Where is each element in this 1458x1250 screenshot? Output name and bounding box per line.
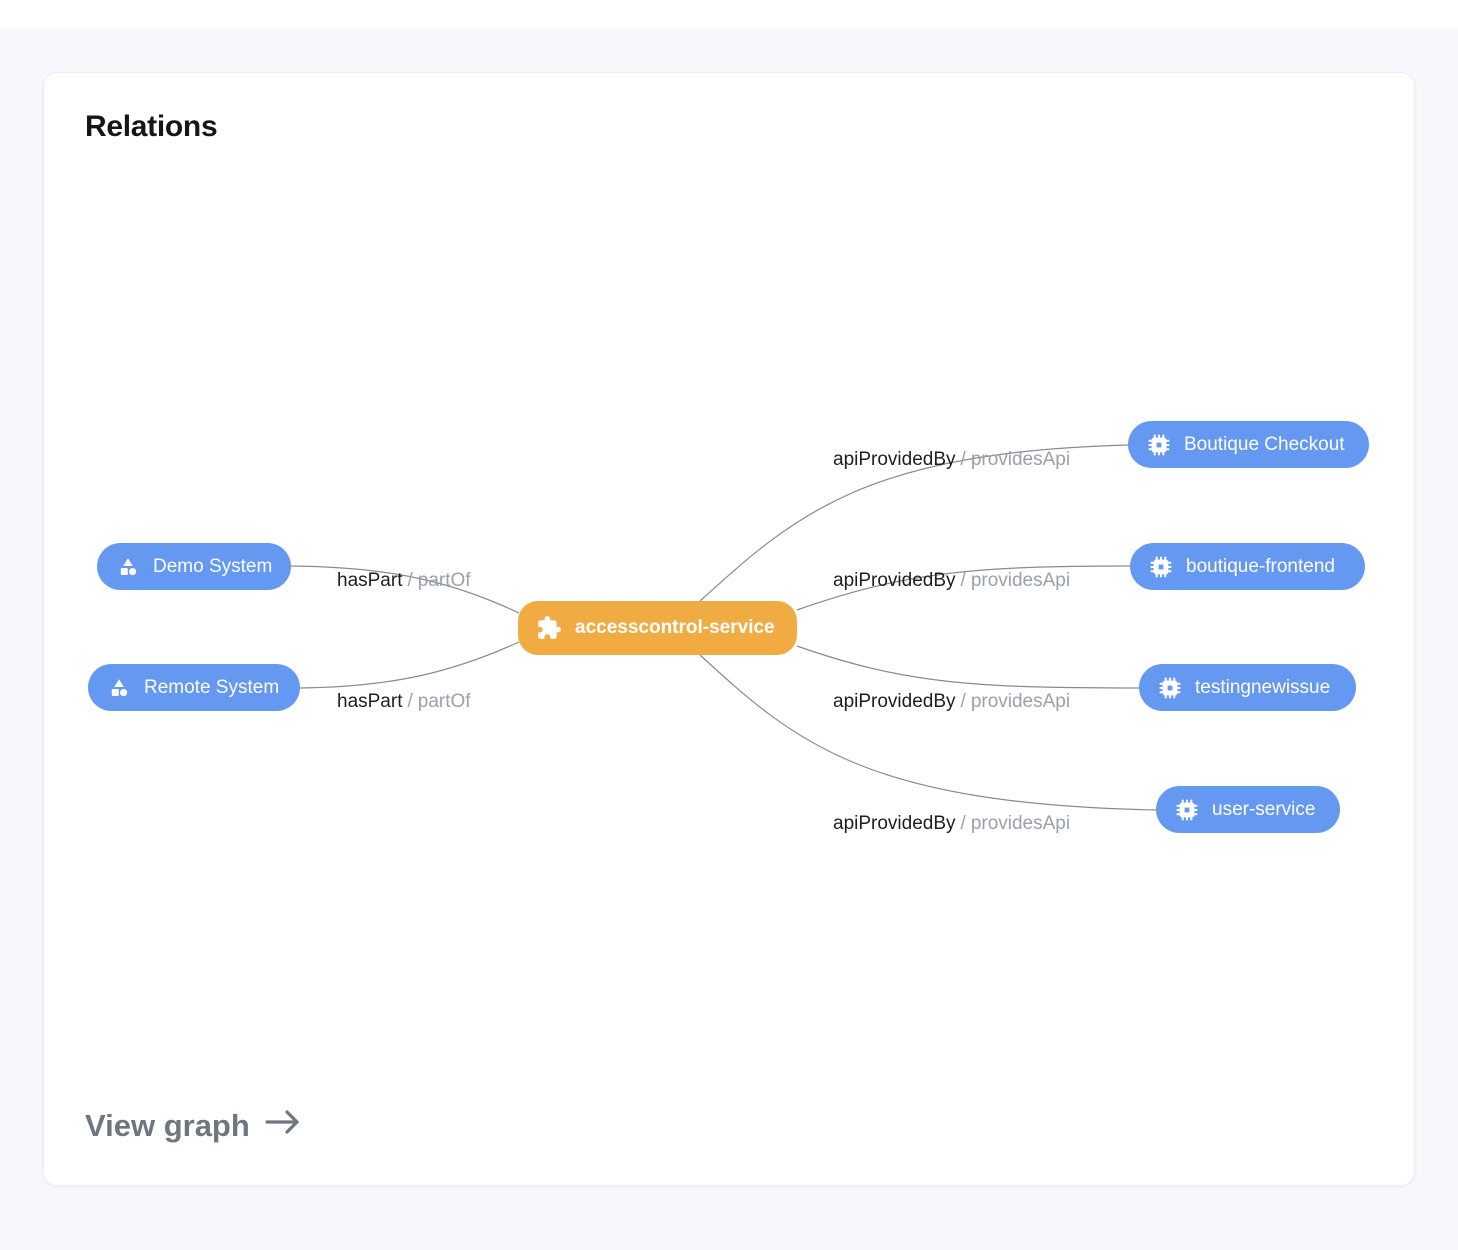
view-graph-link[interactable]: View graph — [85, 1108, 302, 1144]
chip-icon — [1147, 433, 1171, 457]
node-label: accesscontrol-service — [575, 617, 775, 638]
chip-icon — [1175, 798, 1199, 822]
edge-label-apiprovidedby-4: apiProvidedBy/providesApi — [833, 813, 1071, 834]
puzzle-icon — [536, 615, 562, 641]
node-accesscontrol-service[interactable]: accesscontrol-service — [518, 601, 797, 655]
node-user-service[interactable]: user-service — [1156, 786, 1340, 833]
node-label: boutique-frontend — [1186, 555, 1335, 577]
card-title: Relations — [85, 110, 218, 143]
node-remote-system[interactable]: Remote System — [88, 664, 300, 711]
node-label: Boutique Checkout — [1184, 433, 1345, 455]
edge-label-haspart-2: hasPart/partOf — [337, 691, 471, 712]
arrow-right-icon — [264, 1108, 302, 1144]
chip-icon — [1149, 555, 1173, 579]
edge-label-haspart-1: hasPart/partOf — [337, 570, 471, 591]
node-label: testingnewissue — [1195, 676, 1331, 698]
view-graph-label: View graph — [85, 1108, 250, 1143]
edge-label-apiprovidedby-2: apiProvidedBy/providesApi — [833, 570, 1071, 591]
node-boutique-frontend[interactable]: boutique-frontend — [1130, 543, 1365, 590]
node-testingnewissue[interactable]: testingnewissue — [1139, 664, 1356, 711]
node-label: Remote System — [144, 676, 280, 698]
shapes-icon — [116, 555, 140, 579]
chip-icon — [1158, 676, 1182, 700]
node-label: user-service — [1212, 798, 1316, 820]
node-label: Demo System — [153, 555, 273, 577]
node-demo-system[interactable]: Demo System — [97, 543, 291, 590]
top-strip — [0, 0, 1458, 28]
node-boutique-checkout[interactable]: Boutique Checkout — [1128, 421, 1369, 468]
shapes-icon — [107, 676, 131, 700]
edge-label-apiprovidedby-1: apiProvidedBy/providesApi — [833, 449, 1071, 470]
edge-label-apiprovidedby-3: apiProvidedBy/providesApi — [833, 691, 1071, 712]
